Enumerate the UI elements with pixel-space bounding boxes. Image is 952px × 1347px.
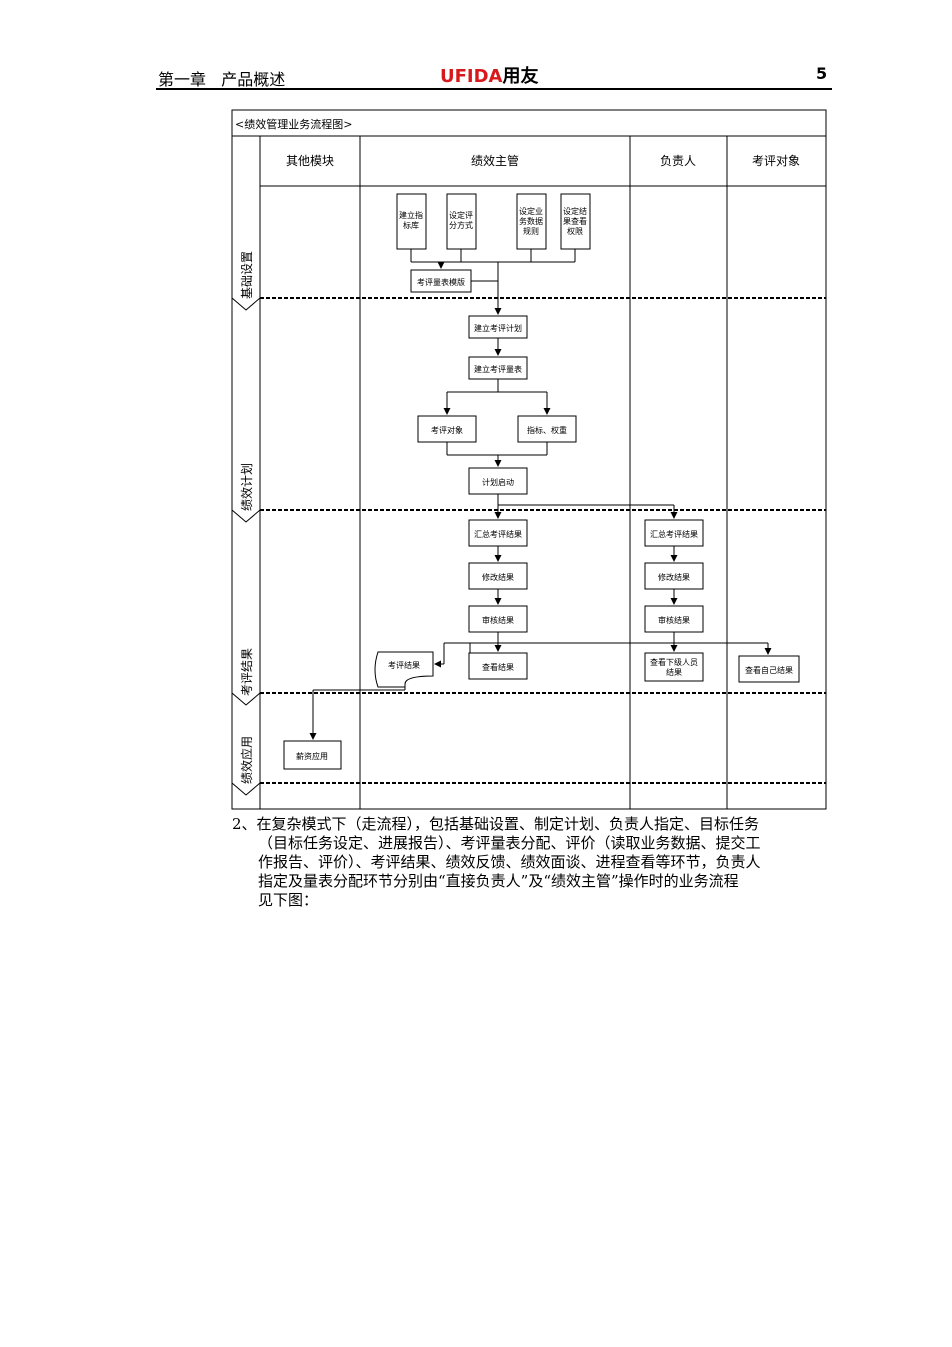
phase-chevron-1 [231,297,261,311]
chapter-label: 第一章 [158,70,207,89]
doc-results-label: 考评结果 [388,660,420,670]
lane-header-manager: 绩效主管 [471,153,519,168]
ufida-logo: UFIDA用友 [440,62,538,88]
box-own-audit [644,605,704,633]
chapter-title: 产品概述 [221,70,286,89]
box-salary [283,740,342,770]
box-build-scale-label: 建立考评量表 [474,364,522,374]
box-mgr-view-label: 查看结果 [482,662,514,672]
doc-results [374,651,434,688]
lane-header-owner: 负责人 [660,154,696,168]
phase-chevron-4 [231,782,261,796]
logo-latin: UFIDA [440,66,503,87]
box-own-view-sub-label: 查看下级人员结果 [650,657,698,677]
logo-cn: 用友 [502,66,539,87]
phase-label-plan: 绩效计划 [239,463,254,511]
para-line-3: 作报告、评价）、考评结果、绩效反馈、绩效面谈、进程查看等环节，负责人 [258,853,761,871]
box-set-view-rights-label: 设定结果查看权限 [563,206,587,236]
box-own-modify-label: 修改结果 [658,572,690,582]
box-own-audit-label: 审核结果 [658,615,690,625]
box-target-view-self-label: 查看自己结果 [745,665,793,675]
para-line-1: 2、在复杂模式下（走流程），包括基础设置、制定计划、负责人指定、目标任务 [232,815,760,833]
box-mgr-modify-label: 修改结果 [482,572,514,582]
box-mgr-summary-label: 汇总考评结果 [474,529,522,539]
box-salary-label: 薪资应用 [296,751,328,761]
para-line-5: 见下图： [258,891,319,909]
box-build-index-lib [396,193,427,250]
para-line-2: （目标任务设定、进展报告）、考评量表分配、评价（读取业务数据、提交工 [258,834,761,852]
para-line-4: 指定及量表分配环节分别由“直接负责人”及“绩效主管”操作时的业务流程 [258,872,739,890]
box-mgr-summary [468,519,528,547]
box-mgr-audit [468,605,528,633]
box-plan-start [468,467,528,495]
diagram-title: <绩效管理业务流程图> [235,117,352,131]
phase-chevron-2 [231,509,261,523]
box-set-data-rules [516,193,547,250]
box-mgr-audit-label: 审核结果 [482,615,514,625]
lane-header-other: 其他模块 [286,154,334,168]
phase-label-result: 考评结果 [240,648,254,696]
box-set-data-rules-label: 设定业务数据规则 [519,206,543,236]
phase-label-apply: 绩效应用 [239,736,254,784]
box-template-label: 考评量表模版 [417,277,465,287]
box-target-view-self [738,655,800,683]
description-paragraph: 2、在复杂模式下（走流程），包括基础设置、制定计划、负责人指定、目标任务 （目标… [232,815,832,910]
phase-chevron-3 [231,692,261,706]
box-mgr-view [468,652,528,680]
box-plan-start-label: 计划启动 [482,477,514,487]
box-build-index-lib-label: 建立指标库 [399,210,423,230]
chapter-heading: 第一章 产品概述 [158,66,285,90]
box-index-weight-label: 指标、权重 [527,425,567,435]
box-build-plan-label: 建立考评计划 [474,323,522,333]
header-rule [156,88,832,90]
box-targets-label: 考评对象 [431,425,463,435]
lane-header-target: 考评对象 [752,154,800,168]
diagram-frame [231,109,827,810]
box-own-summary-label: 汇总考评结果 [650,529,698,539]
box-own-summary [644,519,704,547]
phase-label-setup: 基础设置 [240,251,254,299]
box-own-view-sub [644,652,704,682]
box-set-scoring-label: 设定评分方式 [449,210,473,230]
page-number: 5 [816,64,828,83]
